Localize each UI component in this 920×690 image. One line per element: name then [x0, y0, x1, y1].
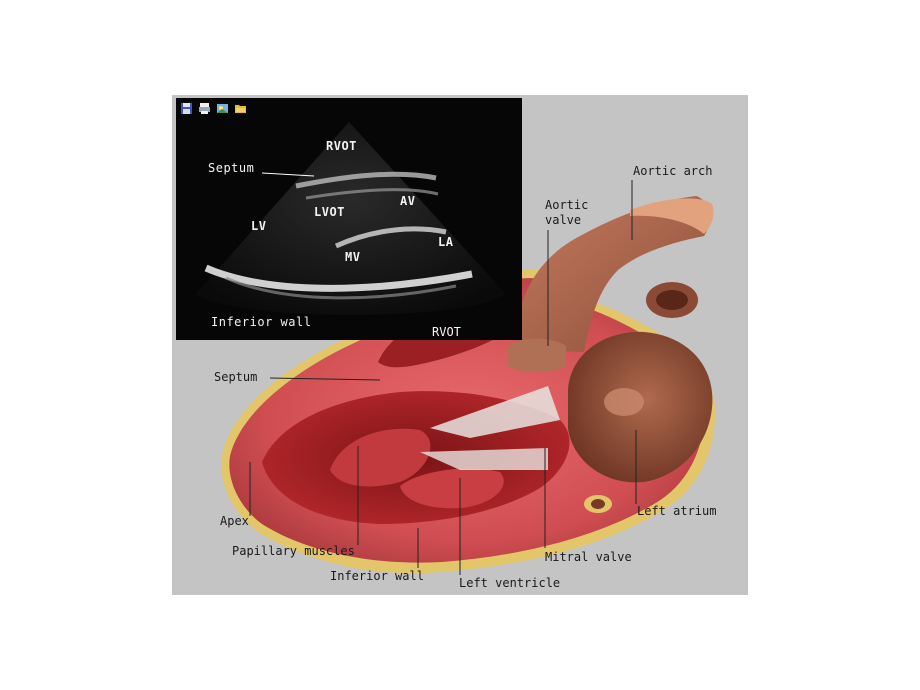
label-apex: Apex — [220, 514, 249, 528]
mitral-leaflets — [430, 386, 560, 438]
papillary-muscle-1 — [330, 428, 431, 487]
echo-septum-leader — [261, 172, 315, 177]
echo-label-rvot: RVOT — [326, 139, 357, 153]
aorta — [518, 196, 710, 352]
image-icon[interactable] — [216, 102, 229, 115]
echo-posterior-band — [225, 276, 457, 300]
echo-sector — [196, 122, 506, 315]
pulmonary-vein-opening — [604, 388, 644, 416]
echo-label-septum: Septum — [208, 161, 255, 175]
papillary-muscle-2 — [400, 468, 504, 509]
label-septum: Septum — [214, 370, 258, 384]
print-icon[interactable] — [198, 102, 211, 115]
pulmonary-artery-lumen — [656, 290, 688, 310]
heart-leader-lines — [249, 180, 637, 575]
echo-inferior-wall-band — [204, 264, 473, 292]
label-aortic-arch: Aortic arch — [633, 164, 713, 178]
echo-label-inferior-wall: Inferior wall — [211, 315, 312, 329]
echo-label-lvot: LVOT — [314, 205, 345, 219]
mitral-leaflets-lower — [420, 448, 548, 470]
leader-septum — [269, 377, 381, 381]
folder-icon[interactable] — [234, 102, 247, 115]
echo-image — [196, 122, 506, 315]
label-papillary-muscles: Papillary muscles — [232, 544, 355, 558]
echocardiogram-panel — [176, 98, 522, 340]
label-aortic-valve-line2: valve — [545, 213, 582, 227]
save-icon[interactable] — [180, 102, 193, 115]
label-left-ventricle: Left ventricle — [459, 576, 561, 590]
echo-label-av: AV — [400, 194, 416, 208]
echo-label-lv: LV — [251, 219, 267, 233]
aortic-valve-region — [508, 338, 566, 372]
coronary-sinus-lumen — [591, 499, 605, 509]
echo-lvot-roof — [305, 188, 439, 200]
aortic-arch-top — [630, 198, 714, 234]
echo-septum-band — [295, 171, 437, 189]
echo-label-mv: MV — [345, 250, 361, 264]
label-aortic-valve-line1: Aortic — [545, 198, 589, 212]
echo-mv-band — [334, 226, 447, 249]
echo-label-la: LA — [438, 235, 454, 249]
label-left-atrium: Left atrium — [637, 504, 717, 518]
label-inferior-wall: Inferior wall — [330, 569, 424, 583]
label-rvot: RVOT — [432, 325, 461, 339]
label-mitral-valve: Mitral valve — [545, 550, 632, 564]
